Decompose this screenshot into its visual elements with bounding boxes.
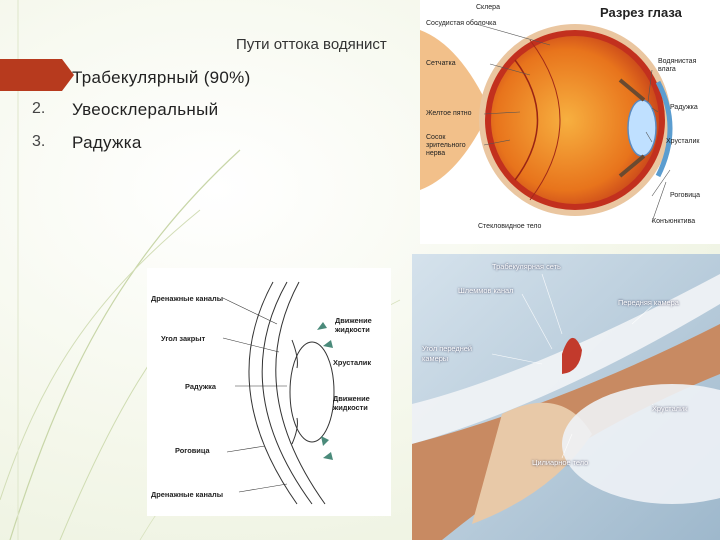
label-trabecular: Трабекулярная сеть [492, 262, 561, 271]
list-number-2: 2. [32, 100, 45, 118]
label-sclera: Склера [476, 4, 500, 11]
eye-illustration [420, 0, 720, 244]
label-fluid-top: Движение жидкости [335, 316, 372, 334]
label-drainage-top: Дренажные каналы [151, 294, 223, 303]
label-chamber-lens: Хрусталик [652, 404, 687, 413]
label-lens: Хрусталик [666, 138, 699, 145]
label-fluid-bottom: Движение жидкости [333, 394, 370, 412]
accent-bar [0, 59, 62, 91]
list-item-2: Увеосклеральный [72, 100, 218, 120]
label-ciliary: Цилиарное тело [532, 458, 588, 467]
eye-section-figure: Разрез глаза Склера Сосудистая оболочка … [420, 0, 720, 244]
label-conjunctiva: Конъюнктива [652, 218, 695, 225]
label-vitreous: Стекловидное тело [478, 223, 541, 230]
chamber-illustration [412, 254, 720, 540]
list-number-3: 3. [32, 133, 45, 151]
anterior-chamber-figure: Трабекулярная сеть Шлеммов канал Передня… [412, 254, 720, 540]
list-item-1: Трабекулярный (90%) [72, 68, 251, 88]
flow-illustration [147, 268, 391, 516]
eye-section-title: Разрез глаза [600, 5, 682, 20]
label-retina: Сетчатка [426, 60, 456, 67]
label-flow-cornea: Роговица [175, 446, 210, 455]
label-iris: Радужка [670, 104, 698, 111]
fluid-flow-diagram: Дренажные каналы Угол закрыт Движение жи… [147, 268, 391, 516]
label-macula: Желтое пятно [426, 110, 472, 117]
slide-title: Пути оттока водянист [236, 36, 387, 53]
label-drainage-bottom: Дренажные каналы [151, 490, 223, 499]
label-aqueous: Водянистая влага [658, 58, 696, 74]
label-choroid: Сосудистая оболочка [426, 20, 496, 27]
label-cornea: Роговица [670, 192, 700, 199]
label-schlemm: Шлеммов канал [458, 286, 513, 295]
label-flow-lens: Хрусталик [333, 358, 371, 367]
label-angle: Угол передней камеры [422, 344, 472, 364]
list-item-3: Радужка [72, 133, 142, 153]
label-flow-iris: Радужка [185, 382, 216, 391]
label-optic-nerve: Сосок зрительного нерва [426, 134, 466, 158]
label-angle-closed: Угол закрыт [161, 334, 205, 343]
label-anterior-chamber: Передняя камера [618, 298, 679, 307]
